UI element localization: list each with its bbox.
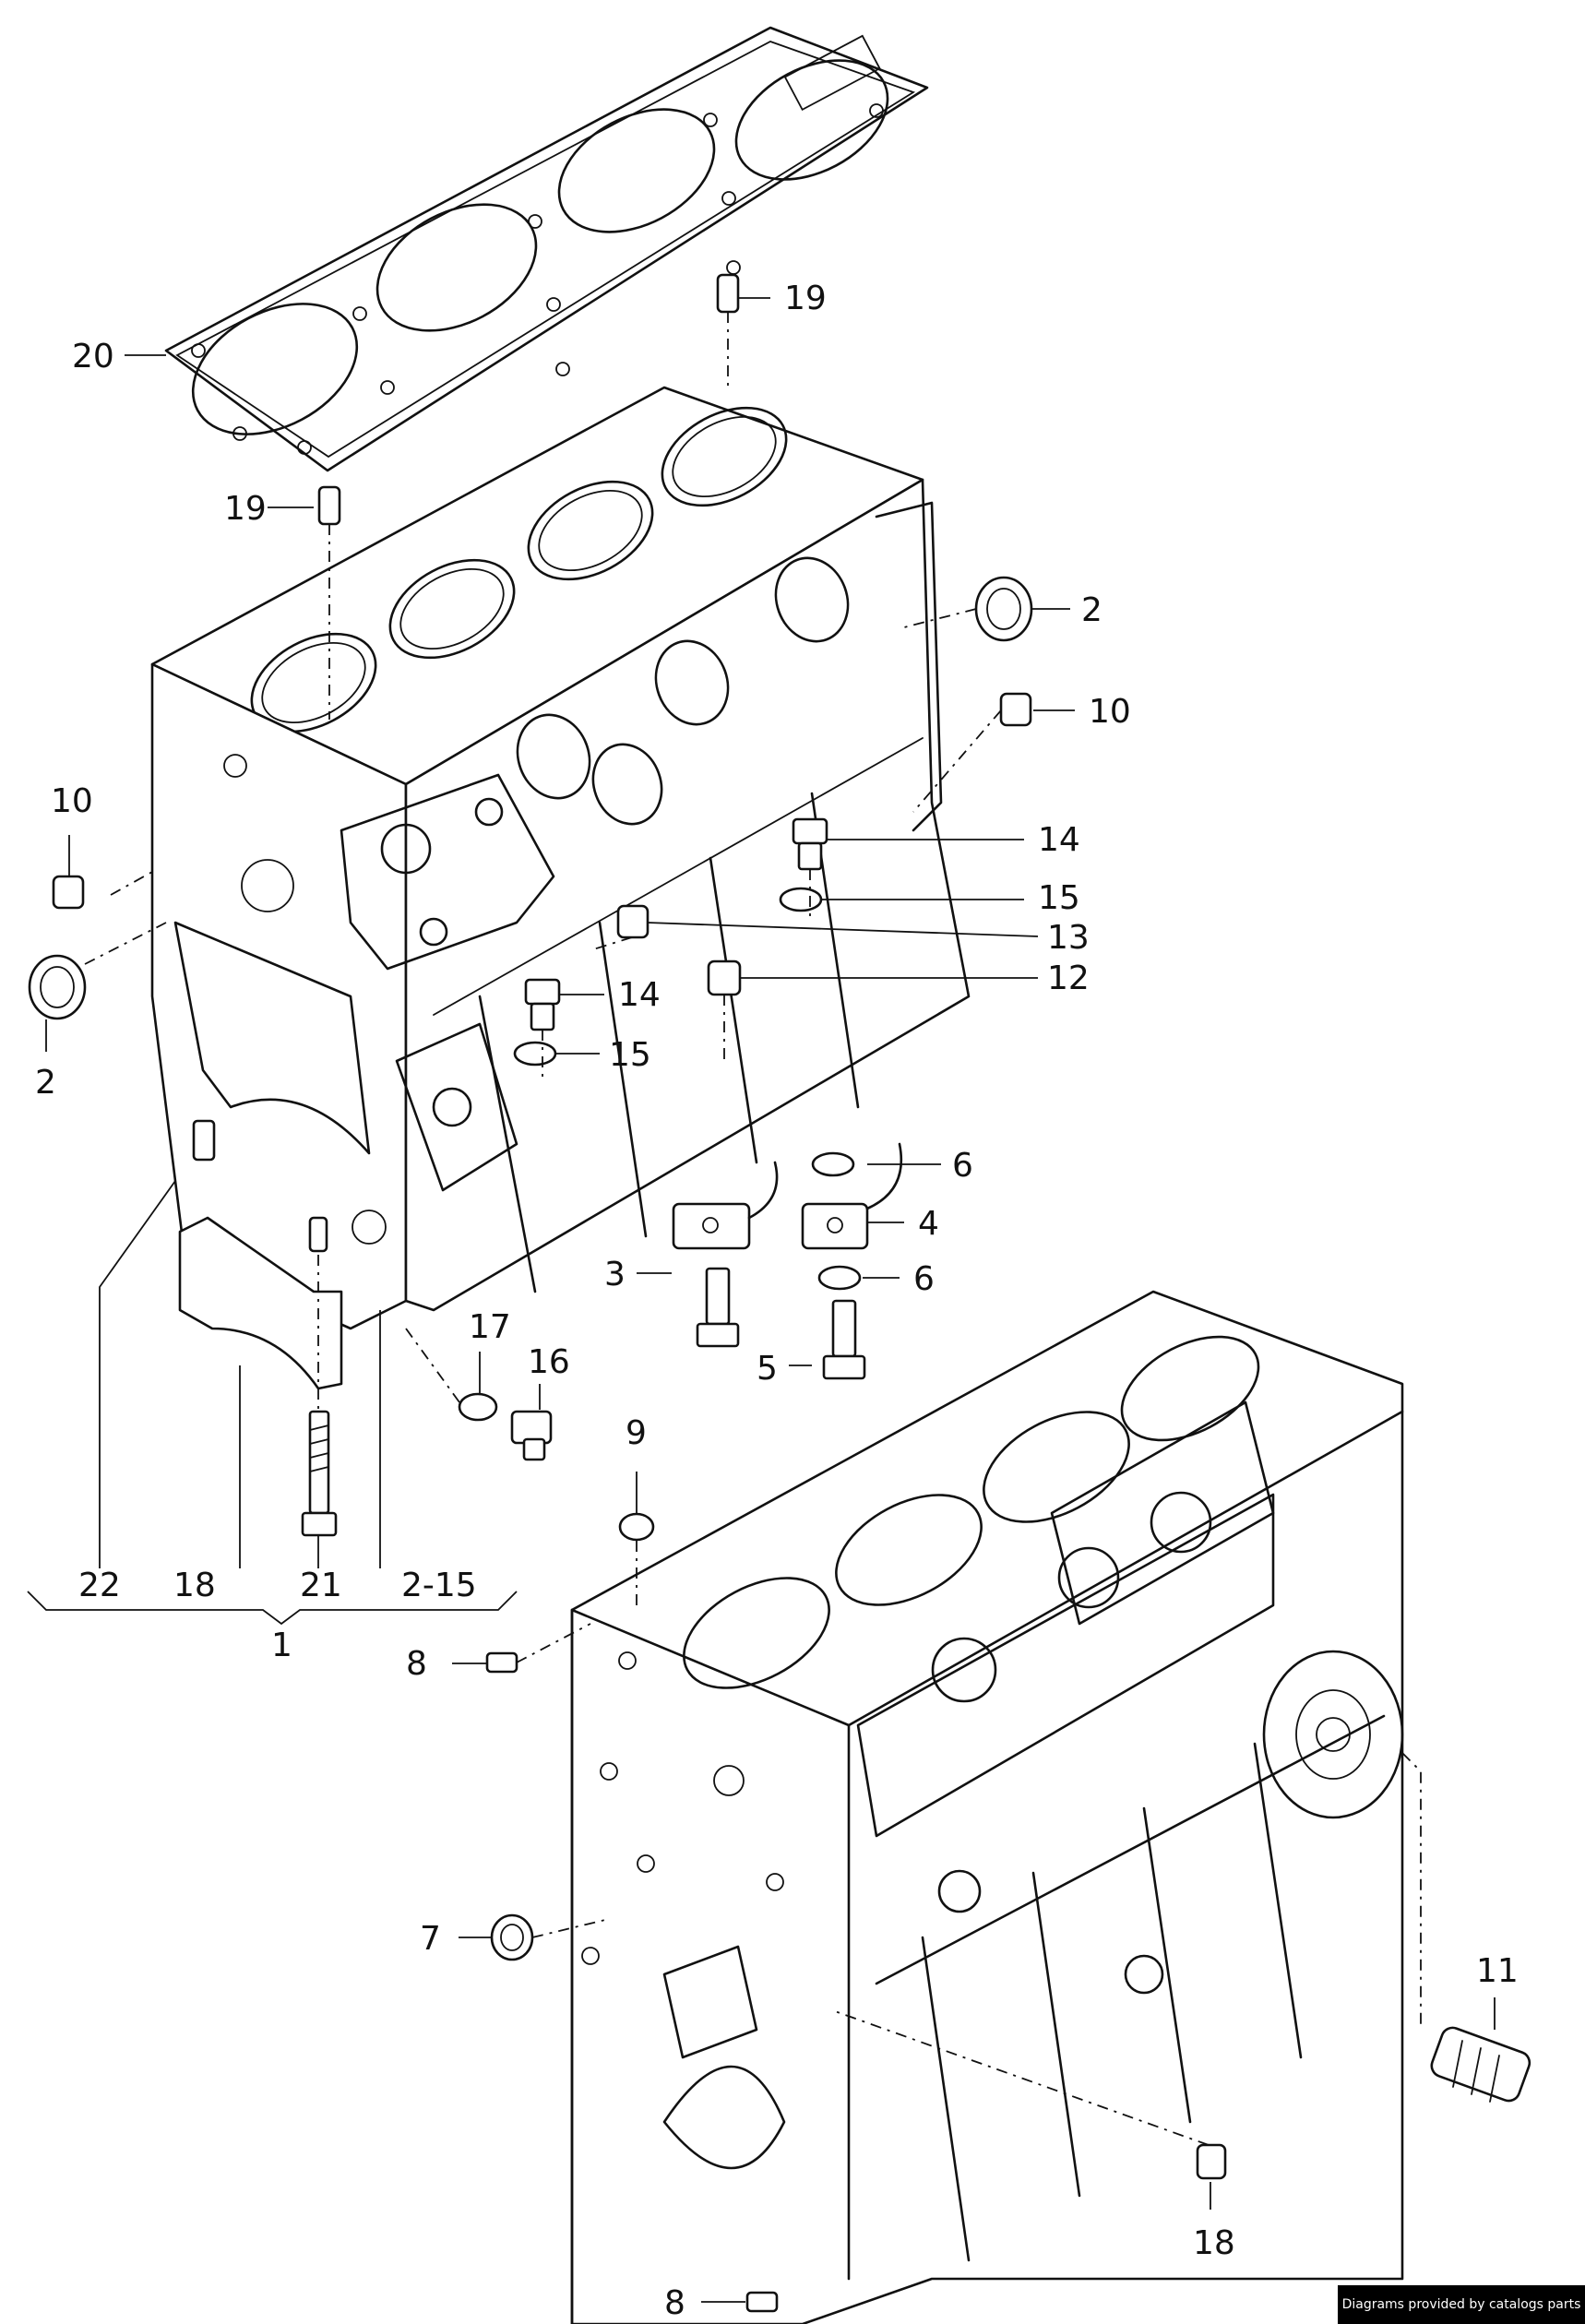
callout-2-15: 2-15 [401,1567,477,1604]
rear-seal-flange [875,501,943,832]
plug-bolt-14-mid [524,978,561,1031]
callout-5: 5 [757,1350,778,1388]
plug-10-right [999,692,1032,727]
dowel-sleeve-19-left [317,485,341,526]
banjo-bolt-5-left [696,1267,740,1348]
callout-20: 20 [72,338,114,375]
washer-6-bottom [817,1265,862,1291]
plug-18-lower [1196,2143,1227,2180]
callout-2-left: 2 [35,1064,56,1102]
oil-spray-jet-3 [672,1161,779,1250]
callout-6-bottom: 6 [913,1260,935,1298]
sleeve-9 [618,1512,655,1542]
callout-1: 1 [271,1627,292,1664]
callout-7: 7 [420,1920,441,1958]
seal-7 [490,1913,534,1961]
washer-6-top [811,1151,855,1177]
bearing-cap [178,1216,343,1390]
lower-engine-block [570,1290,1404,2324]
banjo-bolt-5-right [822,1299,866,1380]
diagram-credit-banner: Diagrams provided by catalogs parts [1338,2285,1585,2324]
leader-lines [27,297,1496,2303]
callout-10-right: 10 [1089,693,1131,731]
callout-22: 22 [78,1567,121,1604]
drain-plug-16 [510,1410,553,1461]
callout-9: 9 [626,1414,647,1452]
callout-3: 3 [604,1256,626,1293]
callout-8-upper: 8 [406,1645,427,1683]
seal-ring-17 [458,1392,498,1422]
callout-4: 4 [918,1205,939,1243]
callout-labels: 20 19 19 2 10 10 2 14 15 13 12 14 15 6 4… [35,280,1519,2322]
dowel-pin-8-lower [745,2291,779,2313]
seal-2-left [28,954,87,1020]
callout-15-mid: 15 [609,1036,651,1074]
callout-14-right: 14 [1038,821,1080,859]
callout-18-group: 18 [173,1567,216,1604]
callout-12: 12 [1047,959,1090,997]
upper-engine-block [150,386,971,1330]
dowel-pin-22 [192,1119,216,1162]
dowel-sleeve-19-top [716,273,740,314]
plug-12 [707,959,742,996]
plug-11 [1430,2026,1531,2103]
main-bearing-bolt [301,1410,338,1537]
callout-14-mid: 14 [618,976,661,1014]
callout-15-right: 15 [1038,879,1080,917]
callout-21: 21 [300,1567,342,1604]
callout-18-lower: 18 [1193,2224,1235,2262]
seal-2-right [974,576,1033,642]
plug-bolt-14-right [792,817,828,871]
callout-10-left: 10 [51,782,93,820]
callout-17: 17 [469,1308,511,1346]
callout-11: 11 [1476,1952,1519,1990]
seal-ring-15-mid [513,1041,557,1067]
callout-6-top: 6 [952,1147,973,1185]
plug-13 [616,904,649,939]
callout-2-top: 2 [1081,591,1102,629]
callout-16: 16 [528,1343,570,1381]
callout-19-top: 19 [784,280,827,317]
dowel-pin-upper [308,1216,328,1253]
oil-spray-jet-4 [801,1142,903,1250]
callout-19-left: 19 [224,490,267,528]
callout-8-lower: 8 [664,2284,685,2322]
dowel-pin-8-upper [485,1651,518,1674]
callout-13: 13 [1047,919,1090,957]
cylinder-head-gasket [164,26,929,472]
seal-ring-15-right [779,887,823,912]
assembly-lines [84,312,1422,2146]
plug-10-left [52,875,85,910]
